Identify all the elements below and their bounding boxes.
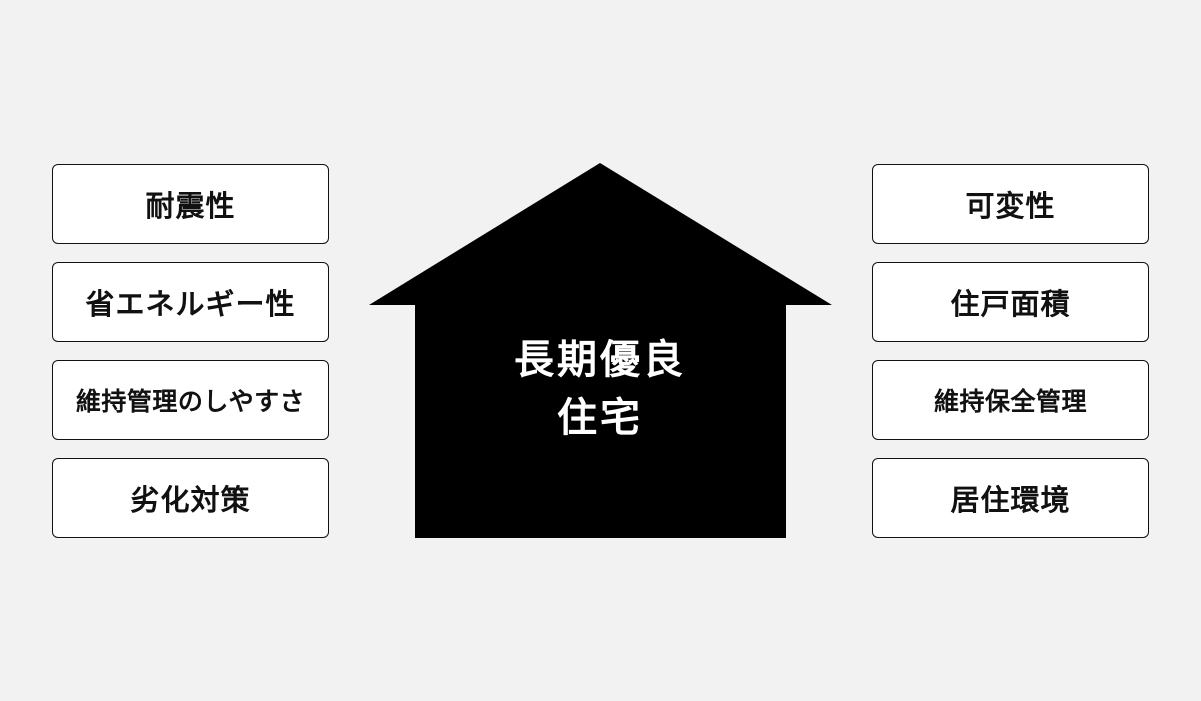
left-item-maintainability: 維持管理のしやすさ [52, 360, 329, 440]
left-item-deterioration: 劣化対策 [52, 458, 329, 538]
right-item-maintenance-management: 維持保全管理 [872, 360, 1149, 440]
left-item-energy-efficiency: 省エネルギー性 [52, 262, 329, 342]
right-item-floor-area: 住戸面積 [872, 262, 1149, 342]
house-label-line2: 住宅 [557, 395, 643, 441]
right-item-living-environment: 居住環境 [872, 458, 1149, 538]
house-label: 長期優良 住宅 [415, 331, 785, 447]
right-item-adaptability: 可変性 [872, 164, 1149, 244]
left-item-seismic: 耐震性 [52, 164, 329, 244]
house-icon [369, 163, 832, 538]
house-label-line1: 長期優良 [514, 337, 686, 383]
house-shape: 長期優良 住宅 [369, 163, 832, 540]
